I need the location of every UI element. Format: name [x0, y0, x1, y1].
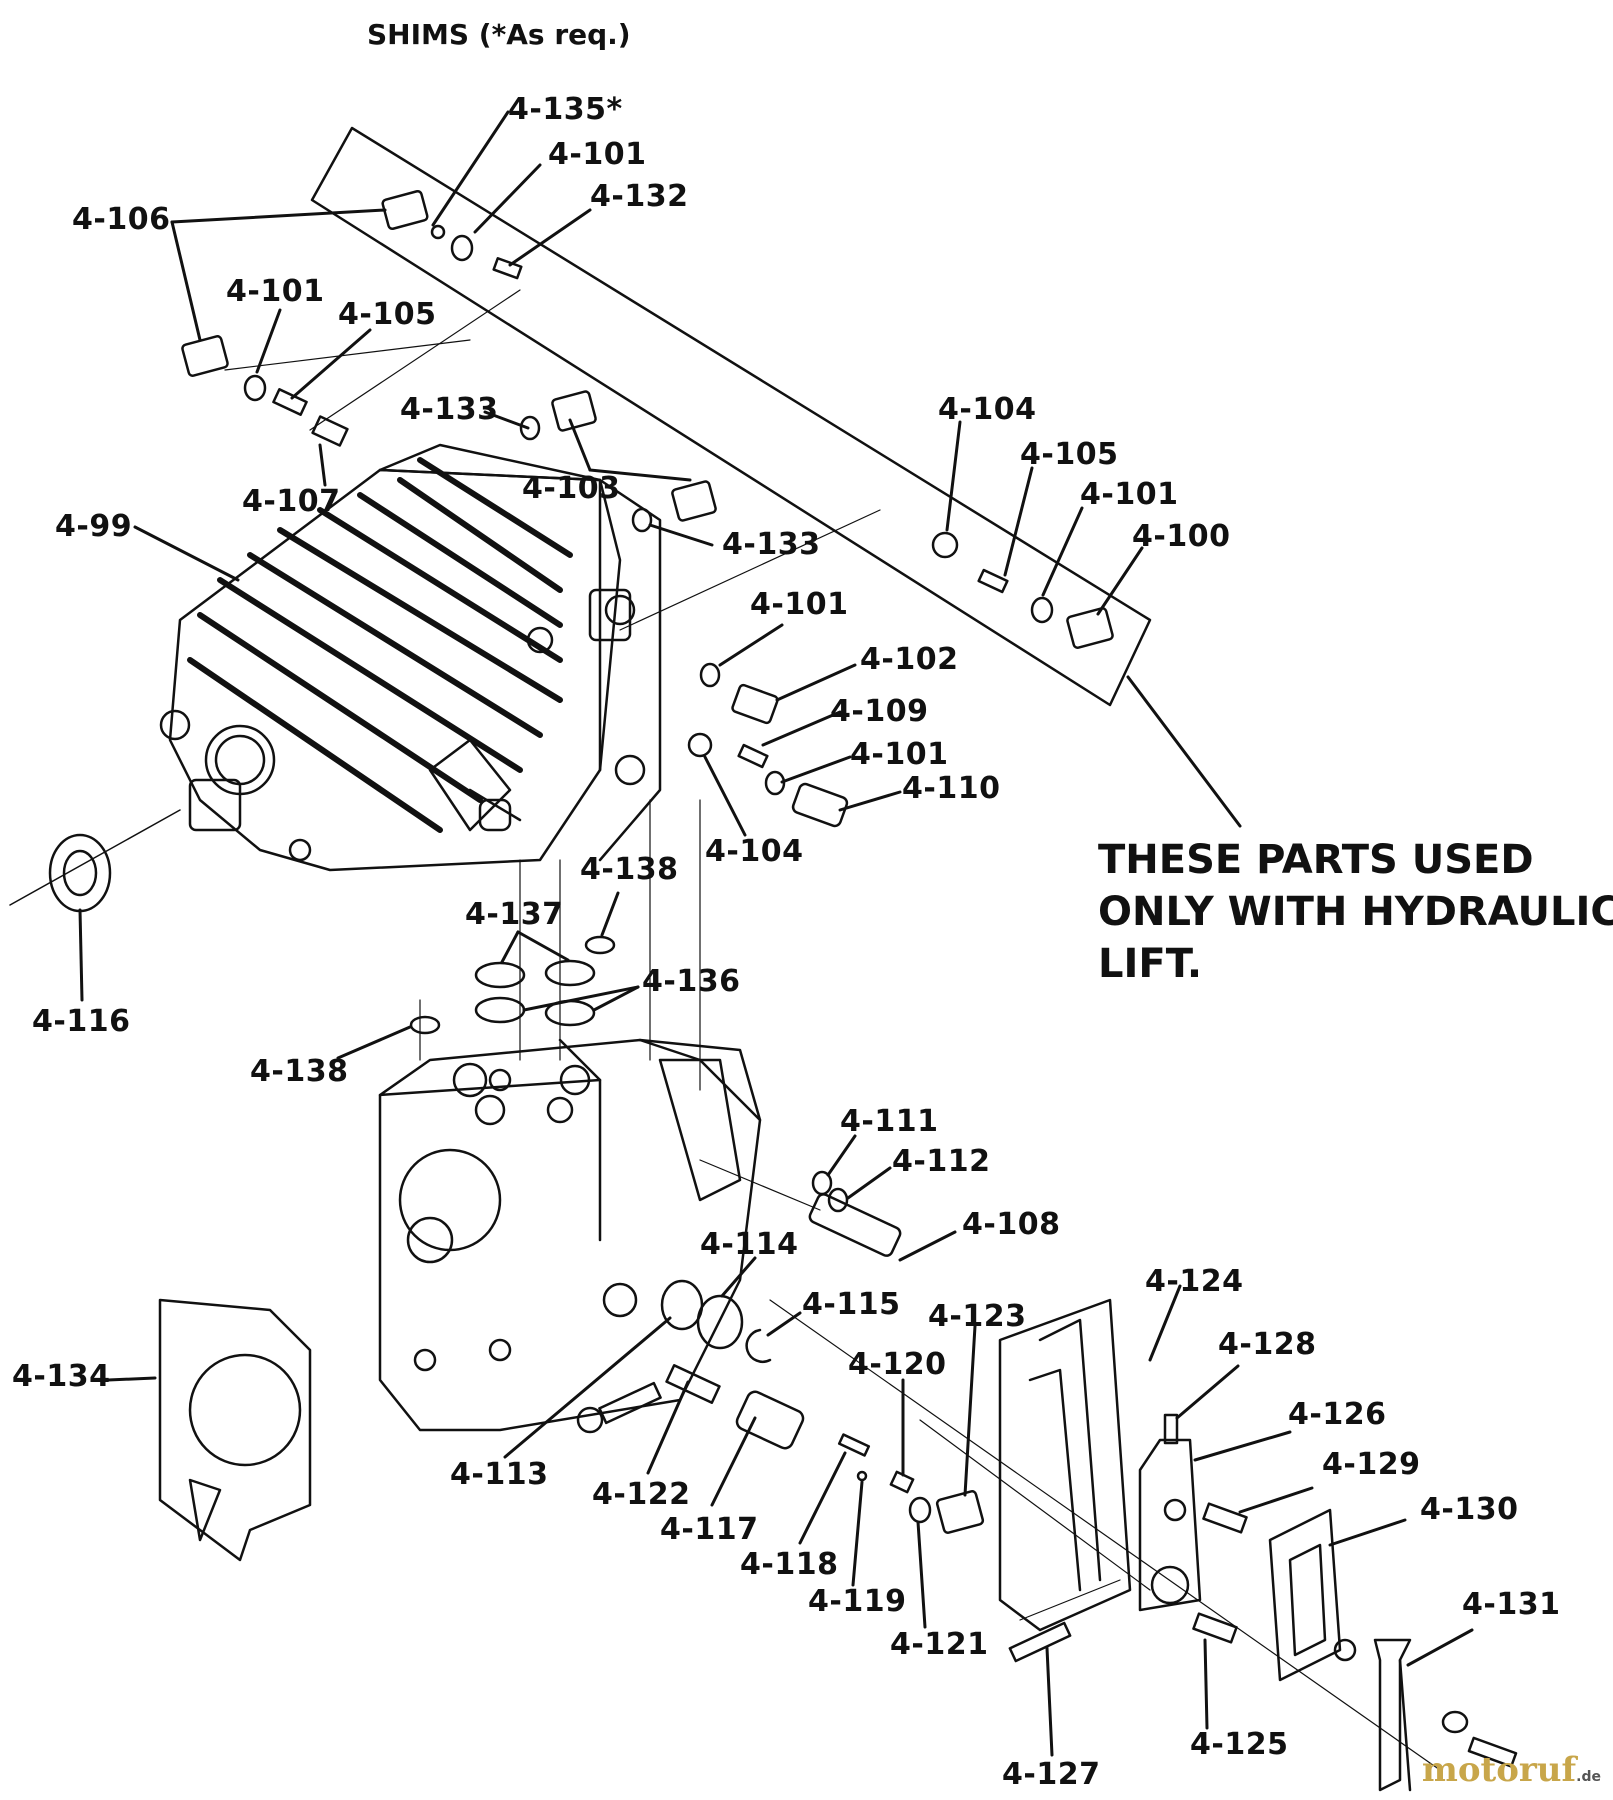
part-label: 4-106	[72, 202, 171, 237]
part-label: 4-124	[1145, 1264, 1244, 1299]
part-label: 4-133	[400, 392, 499, 427]
part-label: 4-130	[1420, 1492, 1519, 1527]
part-label: 4-109	[830, 694, 929, 729]
part-label: 4-135*	[508, 92, 623, 127]
part-label: 4-103	[522, 471, 621, 506]
part-label: 4-108	[962, 1207, 1061, 1242]
seal-ring	[48, 833, 112, 913]
part-label: 4-138	[580, 852, 679, 887]
part-label: 4-110	[902, 771, 1001, 806]
assembly-lines	[224, 289, 1441, 1771]
part-label: 4-115	[802, 1287, 901, 1322]
part-label: 4-122	[592, 1477, 691, 1512]
part-label: 4-101	[226, 274, 325, 309]
part-label: 4-138	[250, 1054, 349, 1089]
watermark-brand: motoruf	[1421, 1750, 1577, 1790]
part-label: 4-125	[1190, 1727, 1289, 1762]
note-line: THESE PARTS USED	[1098, 837, 1534, 883]
part-label: 4-129	[1322, 1447, 1421, 1482]
part-label: 4-104	[705, 834, 804, 869]
part-label: 4-118	[740, 1547, 839, 1582]
watermark-tld: .de	[1576, 1769, 1601, 1785]
part-label: 4-123	[928, 1299, 1027, 1334]
part-label: 4-101	[850, 737, 949, 772]
small-parts	[181, 189, 1518, 1768]
part-label: 4-100	[1132, 519, 1231, 554]
note-line: LIFT.	[1098, 941, 1203, 987]
part-label: 4-116	[32, 1004, 131, 1039]
part-label: 4-101	[1080, 477, 1179, 512]
part-label: 4-117	[660, 1512, 759, 1547]
leader-lines	[78, 110, 1474, 1757]
part-label: 4-133	[722, 527, 821, 562]
part-label: 4-101	[750, 587, 849, 622]
part-label: 4-114	[700, 1227, 799, 1262]
part-label: 4-104	[938, 392, 1037, 427]
part-label: 4-128	[1218, 1327, 1317, 1362]
side-plate	[998, 1298, 1132, 1632]
lever-arm	[1138, 1438, 1202, 1612]
hydraulic-parts-box	[310, 126, 1152, 707]
part-label: 4-120	[848, 1347, 947, 1382]
part-label: 4-105	[338, 297, 437, 332]
part-label: 4-102	[860, 642, 959, 677]
part-label: 4-134	[12, 1359, 111, 1394]
part-label: 4-99	[55, 509, 133, 544]
part-label: 4-111	[840, 1104, 939, 1139]
hydraulic-note: THESE PARTS USED ONLY WITH HYDRAULIC LIF…	[1098, 834, 1613, 990]
part-label: 4-107	[242, 484, 341, 519]
part-label: 4-101	[548, 137, 647, 172]
part-label: 4-131	[1462, 1587, 1561, 1622]
pump-housing	[159, 443, 662, 872]
part-label: 4-113	[450, 1457, 549, 1492]
gasket-plate	[158, 1298, 312, 1562]
part-label: 4-105	[1020, 437, 1119, 472]
part-label: 4-137	[465, 897, 564, 932]
part-label: 4-126	[1288, 1397, 1387, 1432]
part-label: 4-112	[892, 1144, 991, 1179]
part-label: 4-127	[1002, 1757, 1101, 1792]
part-label: 4-119	[808, 1584, 907, 1619]
part-label: 4-136	[642, 964, 741, 999]
cover-plate	[1268, 1508, 1342, 1682]
watermark-logo: motoruf.de	[1422, 1750, 1601, 1790]
part-label: 4-132	[590, 179, 689, 214]
part-label: 4-121	[890, 1627, 989, 1662]
shims-title: SHIMS (*As req.)	[367, 18, 631, 51]
note-line: ONLY WITH HYDRAULIC	[1098, 889, 1613, 935]
fork-bracket	[1373, 1638, 1412, 1792]
